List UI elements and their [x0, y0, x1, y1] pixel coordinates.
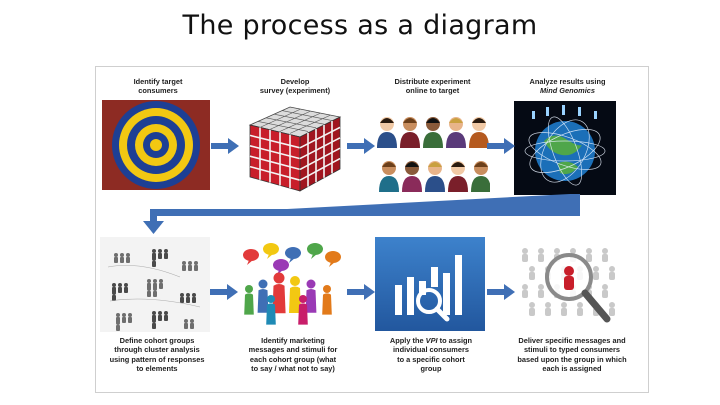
step-8-line-1: Deliver specific messages and — [518, 336, 626, 345]
step-7-line-2: individual consumers — [393, 345, 469, 355]
step-2-label: Develop survey (experiment) — [240, 77, 350, 96]
step-2-line-2: survey (experiment) — [259, 86, 331, 96]
step-1-line-2: consumers — [138, 86, 178, 96]
step-5-label: Define cohort groups through cluster ana… — [98, 336, 216, 374]
slide-title: The process as a diagram — [182, 10, 538, 41]
step-6-line-4: to say / what not to say) — [251, 364, 335, 374]
mind-genomics-globe-image — [514, 101, 616, 195]
arrow-step-3-to-4 — [487, 138, 515, 154]
step-3-line-1: Distribute experiment — [394, 77, 471, 86]
arrow-step-5-to-6 — [210, 284, 238, 300]
step-7-line-1a: Apply the — [389, 336, 424, 345]
step-8-label: Deliver specific messages and stimuli to… — [503, 336, 641, 374]
step-6-label: Identify marketing messages and stimuli … — [234, 336, 352, 374]
arrow-step-7-to-8 — [487, 284, 515, 300]
step-4-line-1: Analyze results using — [529, 77, 606, 86]
step-8-line-3: based upon the group in which — [517, 354, 627, 364]
step-5-line-2: through cluster analysis — [114, 345, 200, 355]
step-1-line-1: Identify target — [133, 77, 183, 86]
step-6-line-3: each cohort group (what — [249, 354, 337, 364]
step-4-italic: Mind Genomics — [539, 86, 596, 96]
step-2-line-1: Develop — [280, 77, 310, 86]
step-7-line-4: group — [420, 364, 442, 374]
marketing-messages-image — [237, 237, 347, 332]
consumers-group-image — [375, 104, 490, 192]
arrow-row-connector — [142, 194, 580, 234]
step-6-line-2: messages and stimuli for — [248, 345, 338, 355]
step-7-label: Apply the VPI to assign individual consu… — [372, 336, 490, 374]
survey-cube-image — [240, 103, 348, 193]
arrow-step-6-to-7 — [347, 284, 375, 300]
step-8-line-4: each is assigned — [542, 364, 602, 374]
arrow-step-2-to-3 — [347, 138, 375, 154]
step-5-line-1: Define cohort groups — [119, 336, 195, 345]
step-3-label: Distribute experiment online to target — [375, 77, 490, 96]
step-4-label: Analyze results using Mind Genomics — [505, 77, 630, 96]
targeted-consumer-image — [515, 237, 630, 332]
step-1-label: Identify target consumers — [103, 77, 213, 96]
arrow-step-1-to-2 — [211, 138, 239, 154]
cohort-clusters-image — [100, 237, 210, 332]
target-image — [102, 100, 210, 190]
step-7-vpi: VPI — [425, 336, 438, 345]
step-8-line-2: stimuli to typed consumers — [523, 345, 621, 355]
step-7-line-1b: to assign — [439, 336, 473, 345]
step-3-line-2: online to target — [405, 86, 460, 96]
step-5-line-4: to elements — [136, 364, 178, 374]
step-5-line-3: using pattern of responses — [109, 354, 205, 364]
vpi-chart-image — [375, 237, 485, 331]
step-6-line-1: Identify marketing — [261, 336, 325, 345]
step-7-line-3: to a specific cohort — [397, 354, 465, 364]
